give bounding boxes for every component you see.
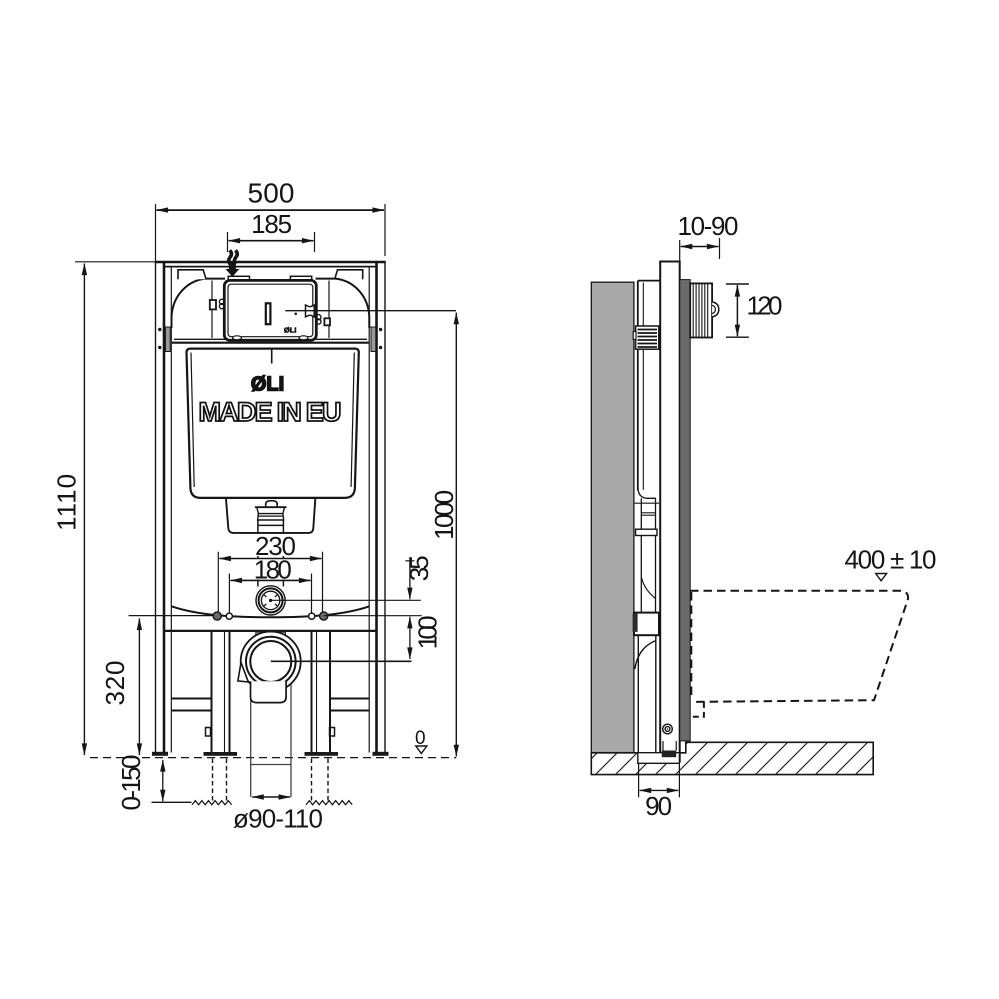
svg-text:1000: 1000 xyxy=(429,490,459,540)
svg-text:320: 320 xyxy=(100,661,130,706)
svg-text:500: 500 xyxy=(248,178,295,209)
svg-text:ø90-110: ø90-110 xyxy=(233,804,323,834)
svg-text:0: 0 xyxy=(415,728,426,749)
svg-text:ØLI: ØLI xyxy=(251,374,284,396)
svg-text:230: 230 xyxy=(255,531,296,561)
svg-text:ØLI: ØLI xyxy=(284,325,297,334)
svg-text:MADE IN EU: MADE IN EU xyxy=(199,397,342,427)
svg-text:90: 90 xyxy=(645,791,672,821)
svg-text:0-150: 0-150 xyxy=(116,755,146,811)
svg-text:10-90: 10-90 xyxy=(678,211,739,241)
svg-text:180: 180 xyxy=(254,555,292,585)
svg-text:120: 120 xyxy=(747,291,783,321)
svg-text:1110: 1110 xyxy=(52,474,82,531)
svg-text:100: 100 xyxy=(413,615,443,649)
svg-text:400 ± 10: 400 ± 10 xyxy=(845,545,937,575)
svg-text:35: 35 xyxy=(404,555,434,581)
svg-text:185: 185 xyxy=(251,209,292,239)
